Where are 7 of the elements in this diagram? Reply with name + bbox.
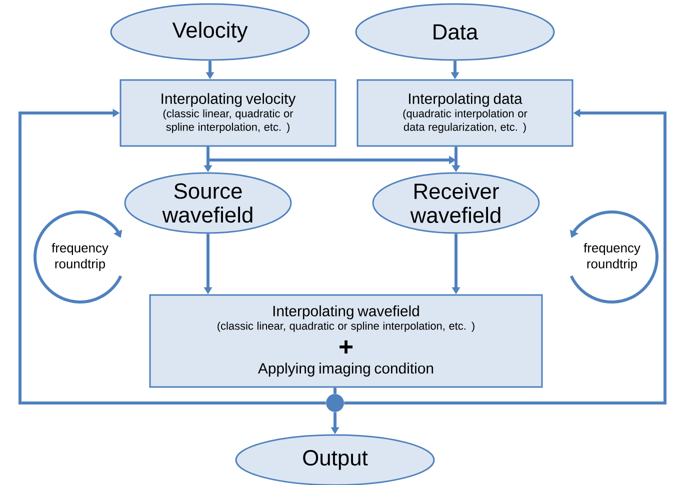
process-box: Interpolating wavefield (classic linear, quadratic or spline interpolation, etc. ) + Applying imaging condition: [149, 294, 543, 388]
process-box: Interpolating velocity (classic linear, quadratic or spline interpolation, etc. ): [120, 79, 336, 147]
cycle-label: frequency roundtrip: [584, 243, 640, 271]
cycle-label: frequency roundtrip: [52, 243, 108, 271]
process-box: Interpolating data (quadratic interpolation or data regularization, etc. ): [356, 79, 574, 147]
junction-dot: [326, 394, 344, 412]
arrow: [18, 108, 326, 404]
